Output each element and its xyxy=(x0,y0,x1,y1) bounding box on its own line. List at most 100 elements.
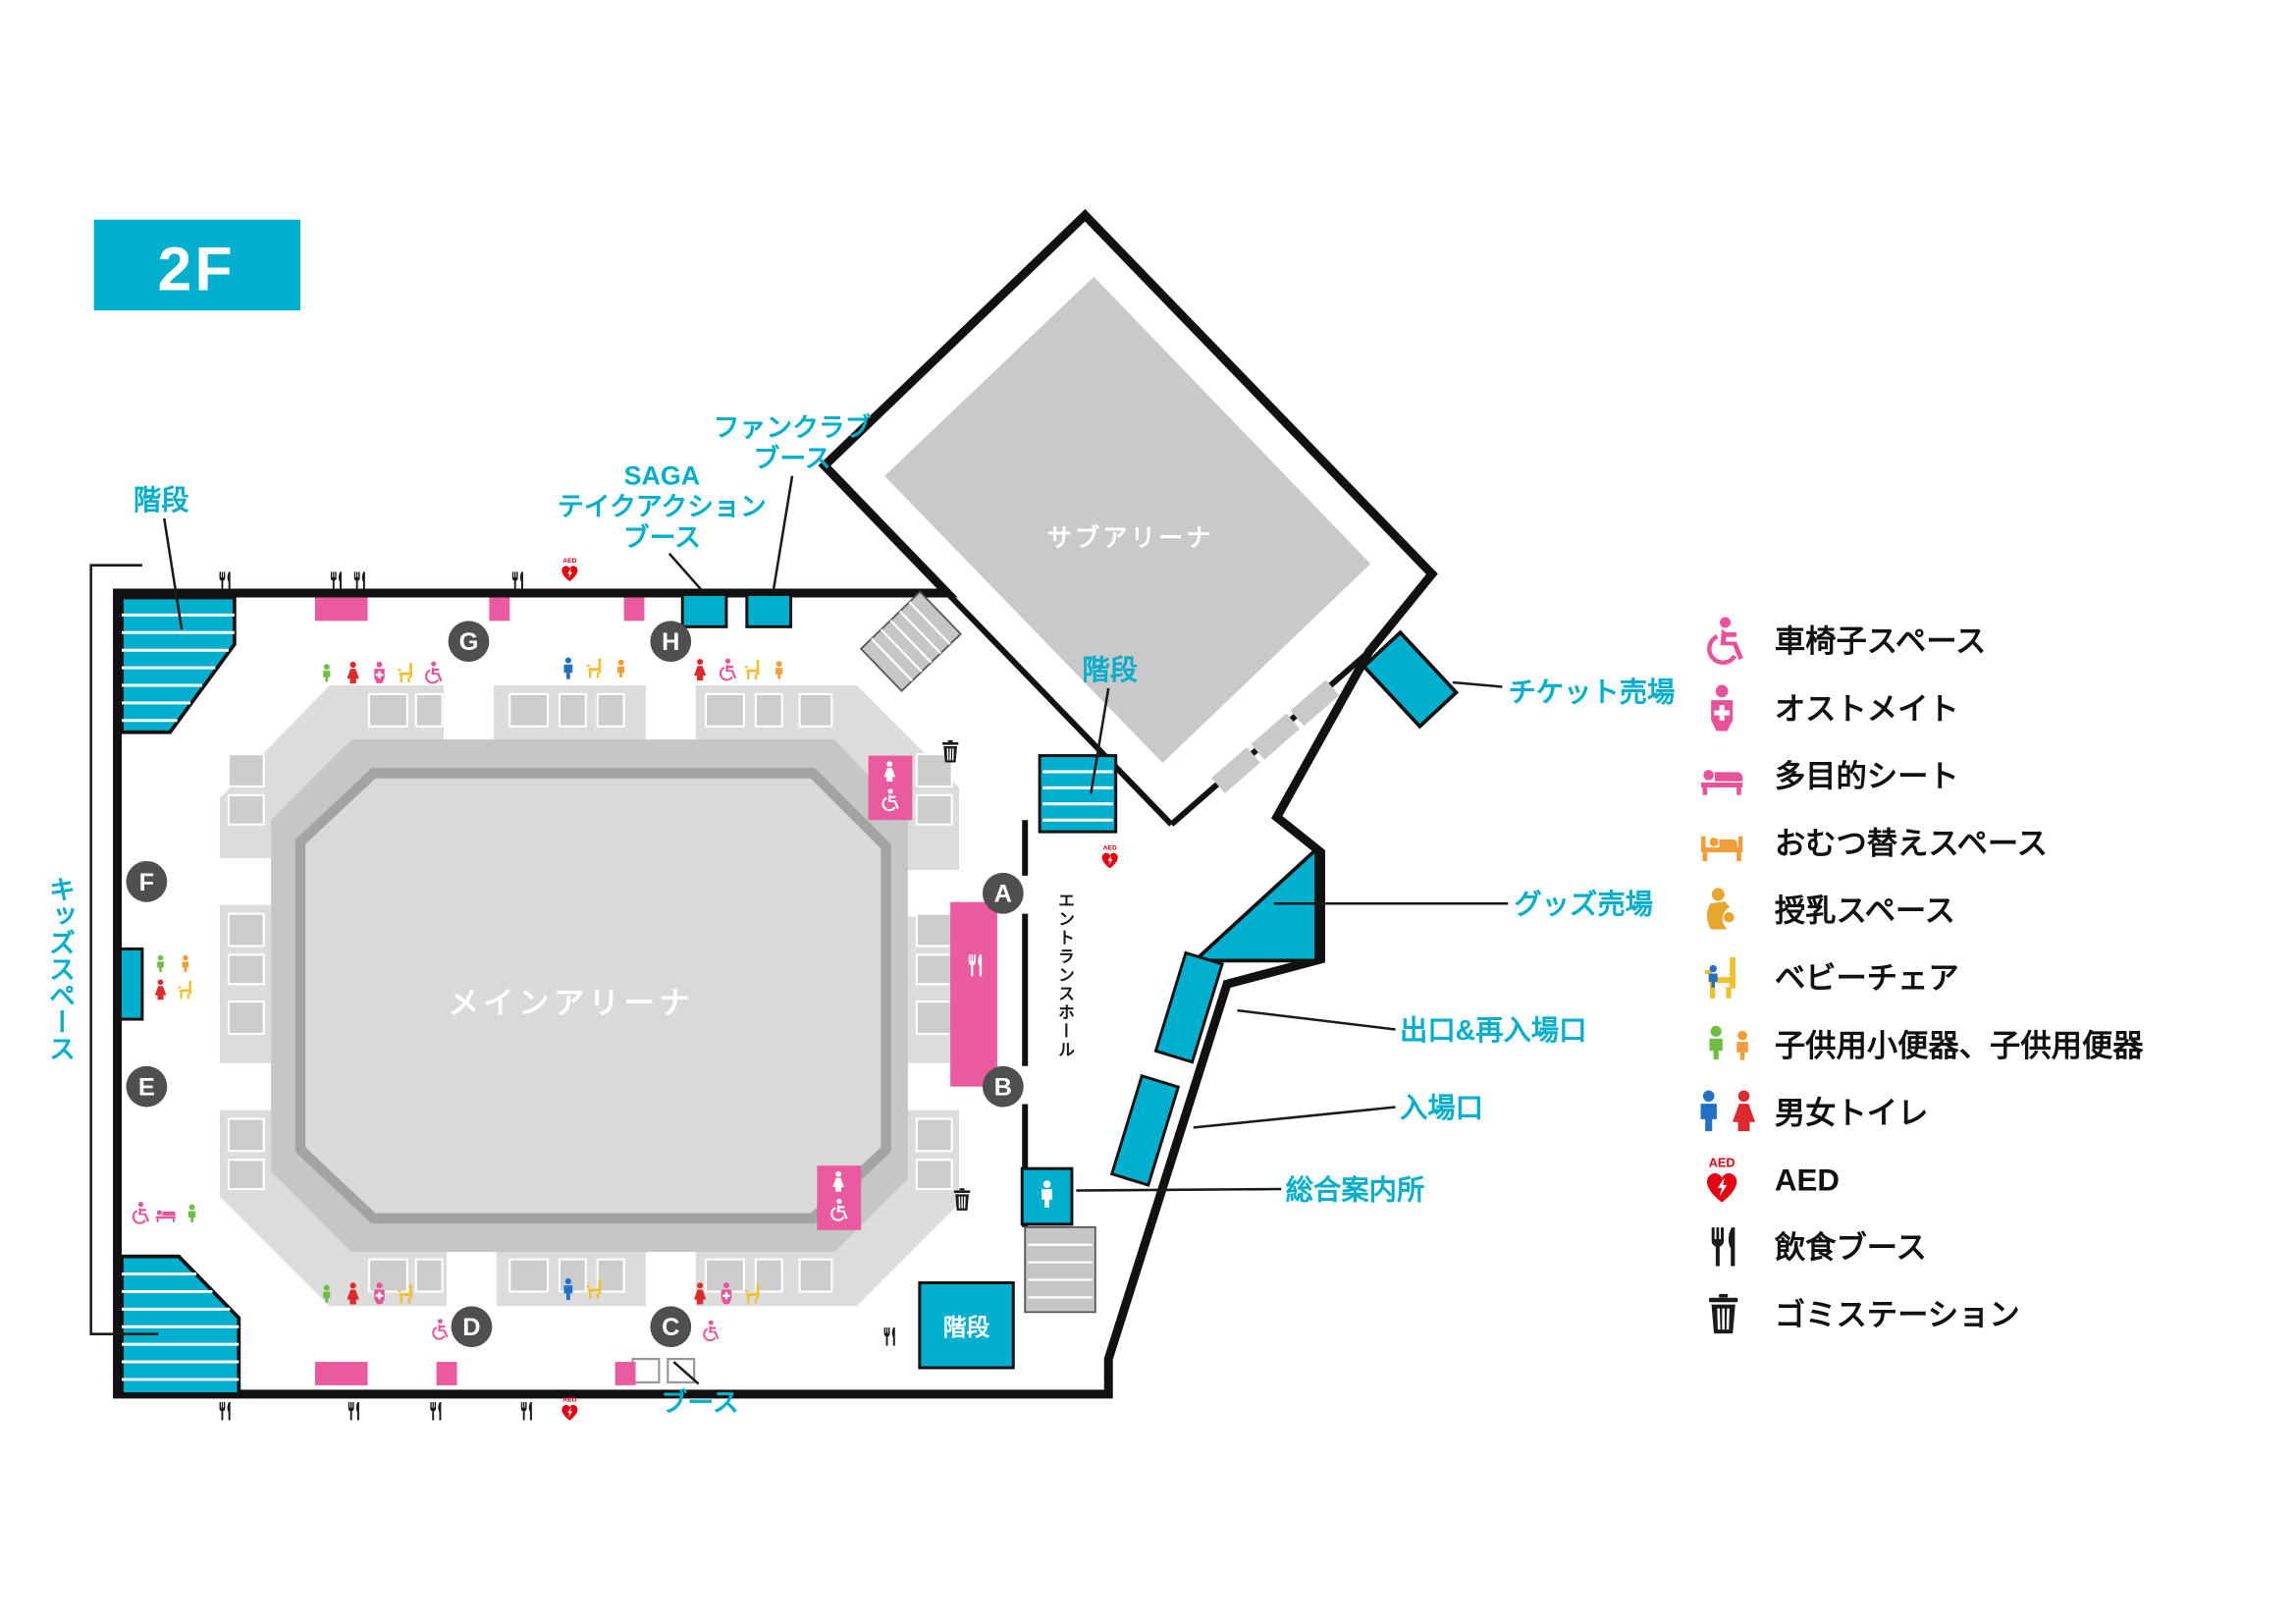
ostomate-icon xyxy=(1711,684,1734,731)
aed-icon xyxy=(1707,1156,1737,1203)
legend: 車椅子スペース オストメイト 多目的シート おむつ替えスペース 授乳スペース ベ… xyxy=(1700,618,2144,1335)
aed-icon xyxy=(561,1396,578,1421)
exit-reentry-block xyxy=(1153,950,1224,1064)
fanclub-booth-label-line2: ブース xyxy=(754,443,831,473)
gate-b: B xyxy=(982,1065,1024,1108)
goods-counter-label: グッズ売場 xyxy=(1514,889,1653,921)
corridor-wall-sections xyxy=(1211,679,1340,794)
legend-item-kids-toilet: 子供用小便器、子供用便器 xyxy=(1709,1025,2144,1062)
gate-letter: D xyxy=(462,1314,480,1341)
food-booth-block xyxy=(950,901,997,1087)
legend-item-label: オストメイト xyxy=(1775,691,1959,726)
pink-booth-strips xyxy=(314,597,645,1385)
stairs-top-left-label: 階段 xyxy=(133,484,189,516)
gate-c: C xyxy=(650,1306,692,1348)
gate-h: H xyxy=(650,621,692,663)
gate-f: F xyxy=(126,860,168,902)
legend-item-label: 子供用小便器、子供用便器 xyxy=(1775,1028,2144,1062)
wheelchair-icon xyxy=(1709,618,1743,663)
bottom-booth-blocks xyxy=(631,1357,696,1384)
accessible-toilet-upper-right xyxy=(868,755,913,821)
legend-item-wheelchair: 車椅子スペース xyxy=(1709,618,1986,663)
food-icon xyxy=(353,571,365,590)
legend-item-label: 飲食ブース xyxy=(1775,1229,1927,1265)
information-block xyxy=(1020,1166,1074,1226)
ticket-counter-block xyxy=(1361,629,1460,730)
gate-letter: E xyxy=(138,1074,155,1102)
kids-space-label: キッズスペース xyxy=(45,876,75,1061)
gate-letter: F xyxy=(139,869,154,896)
stairs-top-left xyxy=(120,595,237,734)
exit-reentry-label: 出口&再入場口 xyxy=(1400,1015,1586,1047)
fanclub-booth-label-line1: ファンクラブ xyxy=(714,411,872,442)
legend-item-label: 多目的シート xyxy=(1775,759,1959,793)
legend-item-label: おむつ替えスペース xyxy=(1775,827,2048,861)
gate-letter: B xyxy=(994,1074,1012,1102)
food-icon xyxy=(1711,1227,1735,1267)
stairs-bottom-right: 階段 xyxy=(918,1281,1015,1370)
gate-letter: H xyxy=(662,628,679,656)
diaper-space-icon xyxy=(1701,836,1743,862)
kids-toilet-icon xyxy=(1709,1025,1723,1060)
legend-item-food-booth: 飲食ブース xyxy=(1711,1227,1927,1267)
aed-icon xyxy=(561,558,578,582)
stairs-bottom-left xyxy=(120,1254,241,1396)
goods-counter-block xyxy=(1190,844,1318,963)
ticket-counter-label: チケット売場 xyxy=(1508,677,1675,708)
sub-arena-label: サブアリーナ xyxy=(1047,523,1214,552)
fanclub-booth-block xyxy=(745,593,793,628)
gate-a: A xyxy=(982,872,1024,914)
multipurpose-seat-icon xyxy=(1701,770,1743,795)
food-icon xyxy=(430,1402,442,1421)
food-icon xyxy=(347,1402,359,1421)
main-arena-label: メインアリーナ xyxy=(449,986,695,1020)
legend-item-label: 授乳スペース xyxy=(1775,893,1955,928)
legend-item-nursing-space: 授乳スペース xyxy=(1706,888,1955,930)
escalator-top xyxy=(859,590,962,692)
entrance-hall-label: エントランスホール xyxy=(1055,892,1074,1059)
food-icon xyxy=(219,571,231,590)
saga-booth-label-line1: SAGA xyxy=(624,461,701,491)
legend-item-trash-station: ゴミステーション xyxy=(1707,1292,2020,1335)
floor-badge: 2F xyxy=(93,219,300,311)
legend-item-label: ゴミステーション xyxy=(1775,1297,2020,1332)
escalator-bottom-right xyxy=(1024,1225,1096,1314)
gate-e: E xyxy=(126,1065,168,1108)
map-labels: 階段 ファンクラブ ブース SAGA テイクアクション ブース 階段 チケット売… xyxy=(133,411,1675,1417)
entrance-gate-label: 入場口 xyxy=(1400,1093,1483,1124)
nursing-space-icon xyxy=(1706,888,1735,930)
legend-item-label: AED xyxy=(1775,1164,1840,1198)
legend-item-ostomate: オストメイト xyxy=(1711,684,1959,731)
kids-toilet-icon xyxy=(1736,1030,1748,1060)
saga-booth-label-line3: ブース xyxy=(623,521,701,552)
legend-item-label: 男女トイレ xyxy=(1775,1095,1929,1130)
gate-letter: C xyxy=(662,1314,679,1341)
gate-g: G xyxy=(448,621,490,663)
gate-markers: A B C D E F G H xyxy=(126,621,1024,1348)
gate-letter: G xyxy=(459,628,479,656)
legend-item-diaper-space: おむつ替えスペース xyxy=(1701,827,2048,862)
woman-toilet-icon xyxy=(1732,1090,1756,1132)
legend-item-restroom: 男女トイレ xyxy=(1700,1090,1929,1132)
legend-item-label: ベビーチェア xyxy=(1775,961,1959,996)
nursing-room-block xyxy=(119,947,144,1021)
concourse-stalls xyxy=(227,692,953,1293)
man-toilet-icon xyxy=(1700,1090,1717,1132)
main-arena: メインアリーナ xyxy=(294,768,891,1224)
legend-item-aed: AED xyxy=(1707,1156,1840,1203)
sub-arena: サブアリーナ xyxy=(884,276,1371,764)
leader-lines xyxy=(89,475,1509,1385)
legend-item-label: 車椅子スペース xyxy=(1775,624,1986,659)
food-icon xyxy=(520,1402,532,1421)
booth-label: ブース xyxy=(662,1387,739,1418)
accessible-toilet-lower-right xyxy=(817,1165,862,1230)
information-label: 総合案内所 xyxy=(1286,1173,1425,1206)
stairs-sub-arena xyxy=(1038,754,1118,834)
stairs-sub-arena-label: 階段 xyxy=(1082,654,1138,686)
food-icon xyxy=(511,571,523,590)
saga-booth-label-line2: テイクアクション xyxy=(558,492,767,521)
stairs-bottom-right-label: 階段 xyxy=(943,1314,990,1341)
trash-icon xyxy=(1707,1292,1739,1335)
